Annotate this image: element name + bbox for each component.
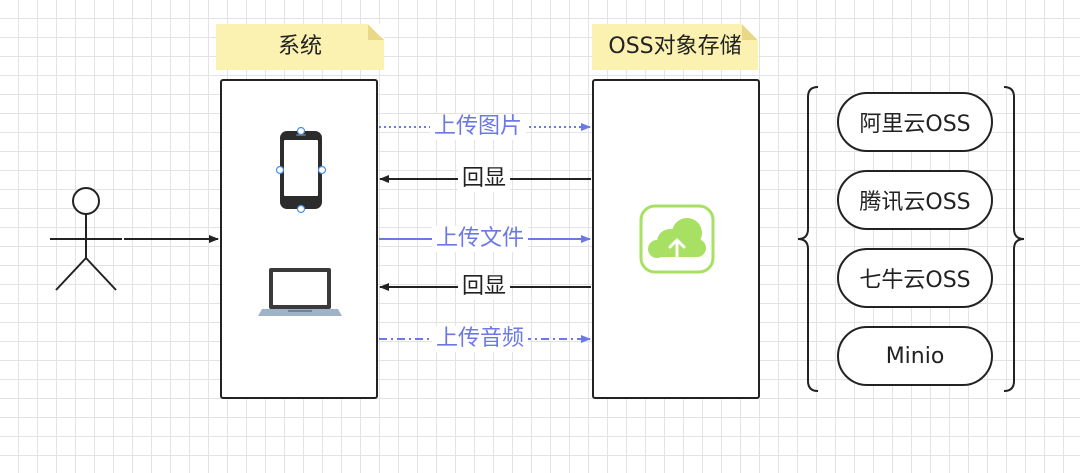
- left-brace: [797, 86, 819, 392]
- note-fold-icon: [368, 24, 384, 40]
- actor-icon: [50, 187, 122, 291]
- upload-image-label: 上传图片: [430, 114, 527, 140]
- provider-tencent: 腾讯云OSS: [837, 170, 993, 230]
- echo-label-2: 回显: [458, 274, 511, 300]
- laptop-icon: [258, 268, 342, 316]
- right-brace: [1003, 86, 1025, 392]
- cloud-upload-icon: [639, 204, 715, 274]
- system-note: 系统: [216, 24, 384, 70]
- provider-minio: Minio: [837, 326, 993, 386]
- mobile-phone-icon: [275, 126, 327, 214]
- upload-audio-label: 上传音频: [432, 326, 529, 352]
- provider-qiniu: 七牛云OSS: [837, 248, 993, 308]
- echo-label-1: 回显: [458, 166, 511, 192]
- note-fold-icon: [742, 24, 758, 40]
- system-title: 系统: [277, 34, 322, 59]
- upload-file-label: 上传文件: [432, 226, 529, 252]
- oss-title: OSS对象存储: [608, 34, 742, 59]
- provider-aliyun: 阿里云OSS: [837, 92, 993, 152]
- oss-note: OSS对象存储: [592, 24, 758, 70]
